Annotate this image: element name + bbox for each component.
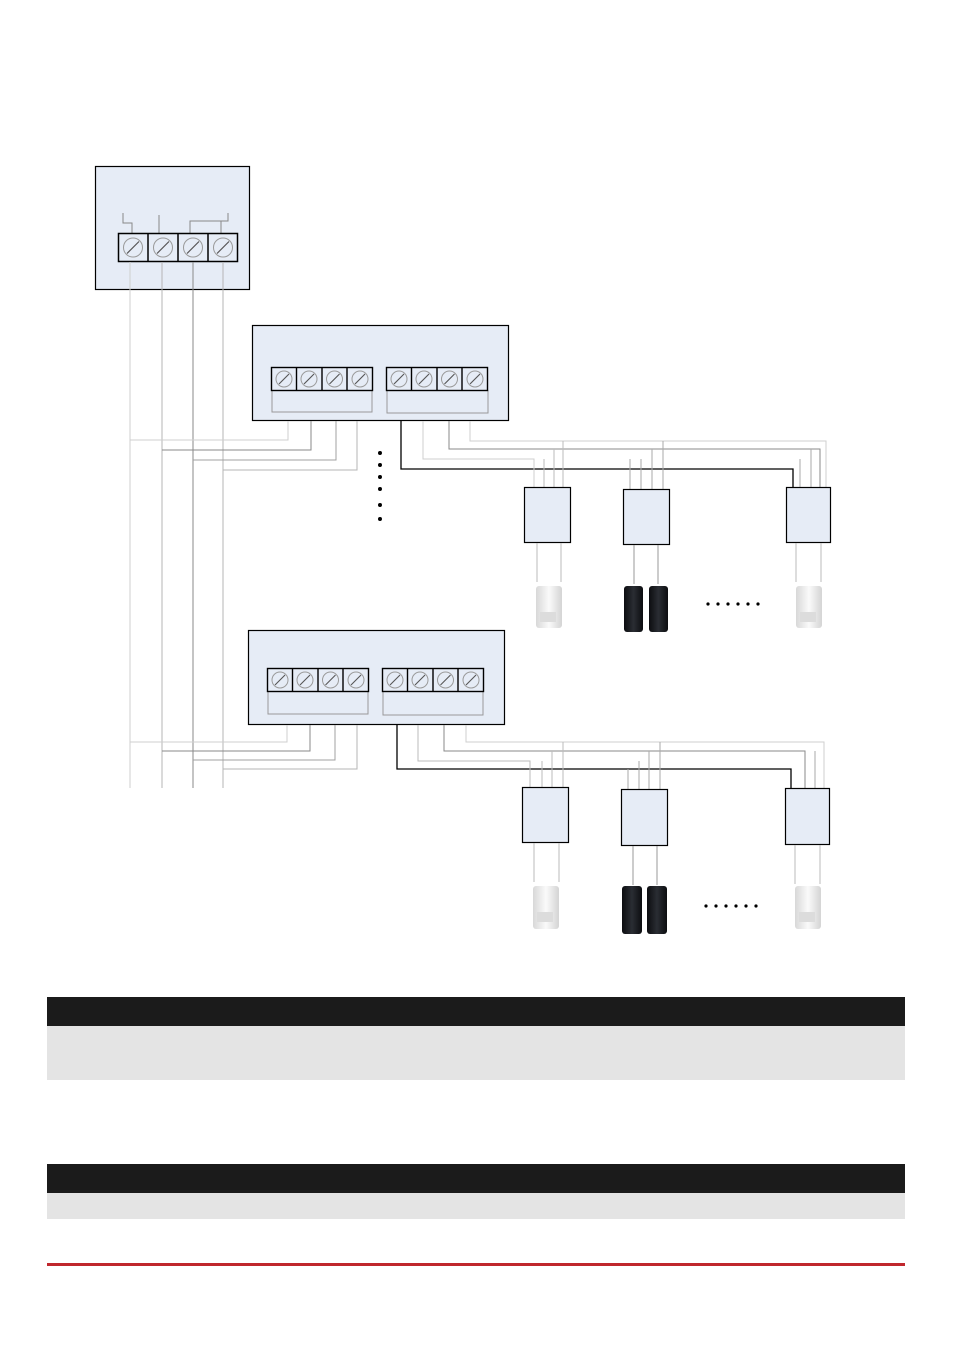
wiring-diagram bbox=[94, 165, 832, 934]
pir-detector-icon bbox=[533, 886, 559, 929]
zone-module bbox=[784, 787, 831, 884]
ellipsis-icon bbox=[378, 451, 382, 521]
expander-2-zone-wiring bbox=[396, 725, 825, 790]
pir-detector-icon bbox=[796, 586, 822, 628]
pir-detector-icon bbox=[536, 586, 562, 628]
table-1-header bbox=[47, 997, 905, 1026]
table-2-row bbox=[47, 1193, 905, 1219]
main-control-panel bbox=[94, 165, 251, 291]
ellipsis-icon bbox=[706, 602, 760, 606]
table-1-row bbox=[47, 1026, 905, 1080]
zone-module bbox=[785, 486, 832, 582]
expander-1-bus-wiring bbox=[130, 421, 358, 471]
ellipsis-icon bbox=[704, 904, 758, 908]
expander-1-zone-terminals bbox=[385, 366, 489, 392]
zone-module bbox=[521, 786, 570, 882]
zone-expander-1 bbox=[251, 324, 510, 422]
main-terminal-block bbox=[117, 232, 239, 263]
table-2-header bbox=[47, 1164, 905, 1193]
expander-1-bus-terminals bbox=[270, 366, 374, 392]
expander-1-zone-wiring bbox=[400, 421, 827, 490]
footer-rule bbox=[47, 1263, 905, 1266]
zone-expander-2 bbox=[247, 629, 506, 726]
beam-detector-icon bbox=[624, 586, 668, 632]
zone-module bbox=[523, 486, 572, 582]
expander-2-bus-terminals bbox=[266, 667, 370, 693]
expander-2-bus-wiring bbox=[130, 725, 358, 770]
expander-2-zone-terminals bbox=[381, 667, 485, 693]
main-bus-wires bbox=[129, 262, 224, 788]
beam-detector-icon bbox=[622, 886, 667, 934]
zone-module bbox=[622, 488, 671, 584]
pir-detector-icon bbox=[795, 886, 821, 929]
zone-module bbox=[620, 788, 669, 885]
